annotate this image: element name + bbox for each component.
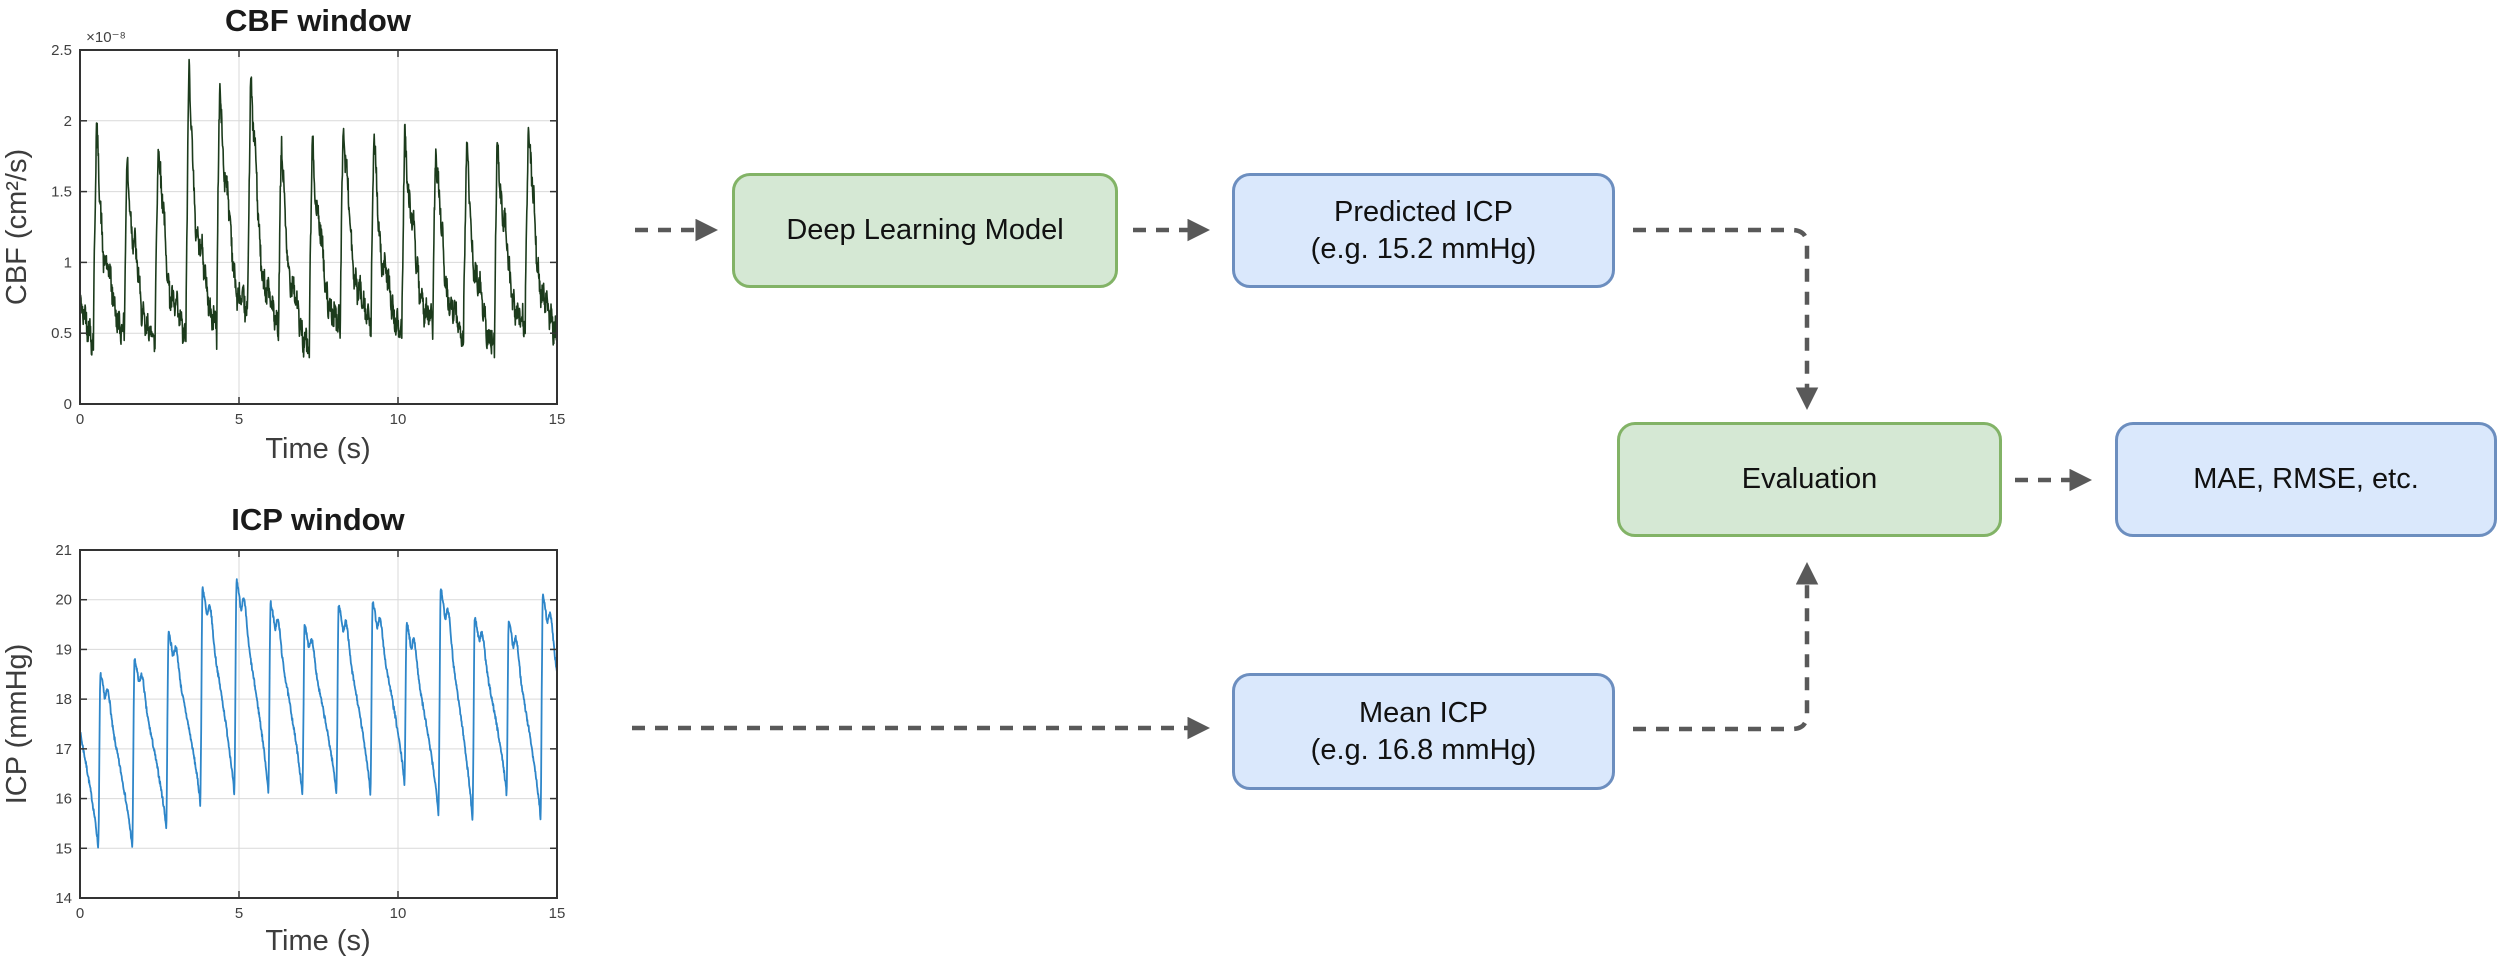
x-tick-label: 5 [235,411,243,428]
y-tick-label: 2 [64,113,72,130]
x-tick-label: 10 [390,905,407,922]
icp-chart-title: ICP window [231,502,405,537]
x-tick-label: 15 [549,905,566,922]
x-tick-label: 0 [76,905,84,922]
cbf-signal-line [79,58,558,359]
y-tick-label: 20 [55,592,72,609]
mean-icp-value: (e.g. 16.8 mmHg) [1310,733,1537,766]
mean-icp-label: Mean ICP [1359,696,1488,729]
arrow-mean-to-evaluation [1633,562,1819,732]
tick-labels: 0 5 10 15 0 0.5 1 1.5 2 2.5 [51,42,565,428]
x-tick-label: 5 [235,905,243,922]
axis-box [79,49,558,405]
metrics-label: MAE, RMSE, etc. [2193,463,2419,495]
y-tick-label: 21 [55,542,72,559]
y-tick-label: 1 [64,254,72,271]
tick-marks [79,49,558,405]
predicted-icp-box: Predicted ICP (e.g. 15.2 mmHg) [1232,173,1615,288]
x-tick-label: 15 [549,411,566,428]
metrics-box: MAE, RMSE, etc. [2115,422,2497,537]
icp-y-axis-label: ICP (mmHg) [1,644,33,805]
y-tick-label: 14 [55,890,72,907]
tick-marks [79,549,558,899]
x-tick-label: 10 [390,411,407,428]
predicted-icp-label: Predicted ICP [1334,195,1513,228]
y-tick-label: 15 [55,840,72,857]
cbf-y-axis-label: CBF (cm²/s) [1,149,33,305]
y-tick-label: 19 [55,641,72,658]
plot-background [80,550,557,898]
gridlines [80,550,557,898]
cbf-x-axis-label: Time (s) [265,433,370,465]
x-tick-label: 0 [76,411,84,428]
evaluation-label: Evaluation [1741,463,1878,495]
cbf-y-exponent-label: ×10⁻⁸ [86,29,126,46]
tick-labels: 0 5 10 15 14 15 16 17 18 19 20 21 [55,542,565,922]
arrow-predicted-to-evaluation [1633,227,1819,410]
y-tick-label: 17 [55,741,72,758]
y-tick-label: 1.5 [51,184,72,201]
evaluation-box: Evaluation [1617,422,2002,537]
y-tick-label: 2.5 [51,42,72,59]
deep-learning-model-box: Deep Learning Model [732,173,1118,288]
cbf-chart-title: CBF window [225,3,412,38]
axis-box [79,549,558,899]
y-tick-label: 0.5 [51,325,72,342]
y-tick-label: 16 [55,791,72,808]
gridlines [80,50,557,404]
icp-x-axis-label: Time (s) [265,925,370,957]
y-tick-label: 0 [64,396,72,413]
mean-icp-box: Mean ICP (e.g. 16.8 mmHg) [1232,673,1615,790]
predicted-icp-value: (e.g. 15.2 mmHg) [1310,232,1537,265]
y-tick-label: 18 [55,691,72,708]
deep-learning-model-label: Deep Learning Model [786,214,1064,246]
icp-signal-line [79,578,558,849]
